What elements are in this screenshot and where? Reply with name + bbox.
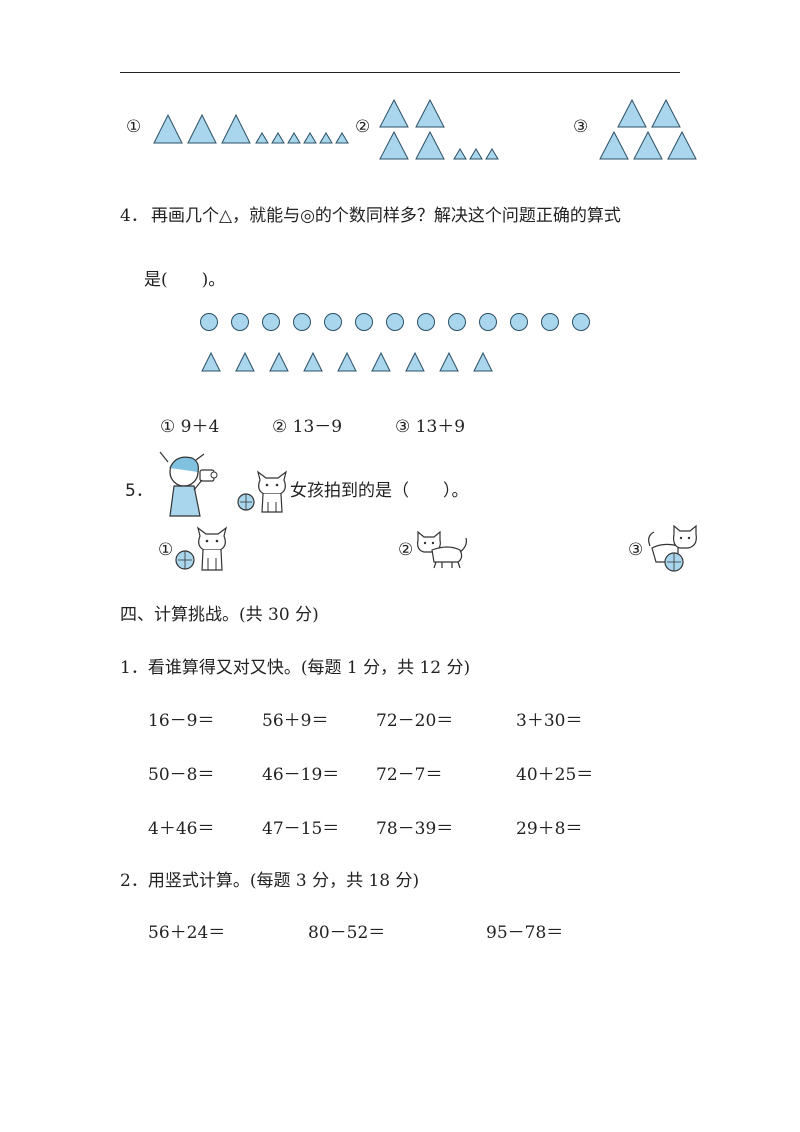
small-triangle [485,148,499,160]
small-triangle [271,132,285,144]
large-triangle [651,98,681,128]
circle-shape [231,313,249,331]
top-rule [120,72,680,73]
small-triangle [469,148,483,160]
circle-shape [386,313,404,331]
cat-and-ball-illustration [237,470,287,513]
circle-shape [479,313,497,331]
triangle-shape [473,351,493,372]
option-1-cat-front-with-ball[interactable] [174,526,236,572]
small-triangle [287,132,301,144]
large-triangle [415,130,445,160]
circle-shape [417,313,435,331]
calc-3-3: 78－39＝ [376,819,454,839]
large-triangle [221,113,251,144]
triangle-shape [201,351,221,372]
circle-shape [262,313,280,331]
option-1-triangles [153,113,349,144]
circle-shape [448,313,466,331]
calc-2-1: 50－8＝ [148,765,215,785]
triangle-shape [269,351,289,372]
question-4-text-line1: 再画几个△，就能与◎的个数同样多？解决这个问题正确的算式 [151,206,621,226]
large-triangle [379,98,409,128]
calc-2-4: 40＋25＝ [516,765,594,785]
question-4-text-line2: 是( )。 [144,270,226,290]
triangle-row [201,351,493,372]
part-2-heading: 2．用竖式计算。(每题 3 分，共 18 分) [120,871,420,891]
option-1-label: ① [126,117,142,137]
large-triangle [667,130,697,160]
calc-2-3: 72－7＝ [376,765,443,785]
circle-shape [572,313,590,331]
small-triangle [319,132,333,144]
large-triangle [415,98,445,128]
question-5-option-3-label[interactable]: ③ [628,540,644,560]
girl-camera-illustration [159,451,218,517]
option-3-triangles [599,98,697,160]
calc-1-4: 3＋30＝ [516,711,583,731]
question-5-number: 5． [125,481,153,501]
calc-2-2: 46－19＝ [262,765,340,785]
circle-shape [355,313,373,331]
option-3-cat-back-with-ball[interactable] [644,524,704,574]
circle-shape [324,313,342,331]
circle-shape [293,313,311,331]
large-triangle [153,113,183,144]
calc-1-2: 56＋9＝ [262,711,329,731]
option-3-label: ③ [573,117,589,137]
circle-shape [200,313,218,331]
triangle-shape [337,351,357,372]
circle-row [200,313,590,331]
circle-shape [510,313,528,331]
small-triangle [303,132,317,144]
calc-1-1: 16－9＝ [148,711,215,731]
question-5-option-2-label[interactable]: ② [398,540,414,560]
vertical-calc-3: 95－78＝ [486,923,564,943]
triangle-shape [371,351,391,372]
large-triangle [599,130,629,160]
triangle-shape [303,351,323,372]
option-2-triangles [379,98,499,160]
question-4-number: 4． [120,206,148,226]
section-4-heading: 四、计算挑战。(共 30 分) [120,605,319,625]
large-triangle [379,130,409,160]
question-4-option-1[interactable]: ① 9＋4 [160,417,220,437]
circle-shape [541,313,559,331]
calc-3-4: 29＋8＝ [516,819,583,839]
calc-1-3: 72－20＝ [376,711,454,731]
triangle-shape [235,351,255,372]
question-4-option-3[interactable]: ③ 13＋9 [395,417,466,437]
large-triangle [633,130,663,160]
part-1-heading: 1．看谁算得又对又快。(每题 1 分，共 12 分) [120,658,471,678]
option-2-label: ② [355,117,371,137]
small-triangle [335,132,349,144]
vertical-calc-1: 56＋24＝ [148,923,226,943]
question-5-option-1-label[interactable]: ① [158,540,174,560]
triangle-shape [405,351,425,372]
large-triangle [187,113,217,144]
small-triangle [255,132,269,144]
triangle-shape [439,351,459,372]
option-2-cat-side[interactable] [414,530,472,570]
large-triangle [617,98,647,128]
vertical-calc-2: 80－52＝ [308,923,386,943]
question-4-option-2[interactable]: ② 13－9 [272,417,343,437]
calc-3-2: 47－15＝ [262,819,340,839]
question-5-text: 女孩拍到的是（ ）。 [290,481,469,501]
calc-3-1: 4＋46＝ [148,819,215,839]
small-triangle [453,148,467,160]
